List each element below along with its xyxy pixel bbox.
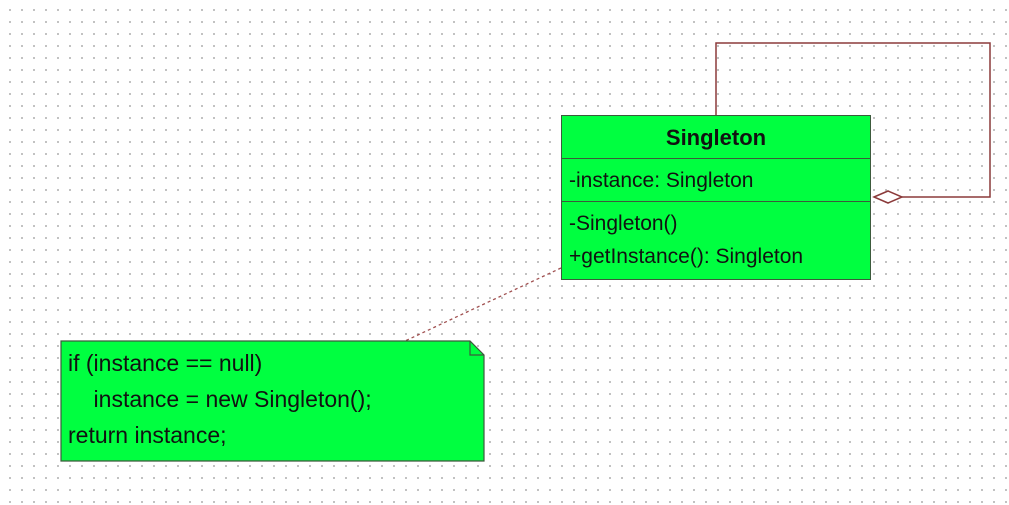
attribute-instance: -instance: Singleton	[569, 169, 754, 192]
method-constructor: -Singleton()	[569, 212, 678, 235]
class-name: Singleton	[562, 116, 870, 159]
note-link-line[interactable]	[404, 267, 562, 342]
aggregation-diamond[interactable]	[872, 190, 904, 204]
note-box[interactable]	[60, 340, 485, 462]
note-fold-corner	[469, 341, 484, 356]
note-line-2: instance = new Singleton();	[68, 386, 372, 412]
note-text: if (instance == null) instance = new Sin…	[68, 345, 473, 453]
methods-section: -Singleton() +getInstance(): Singleton	[562, 202, 870, 273]
note-line-1: if (instance == null)	[68, 350, 263, 376]
method-get-instance: +getInstance(): Singleton	[569, 245, 804, 268]
attributes-section: -instance: Singleton	[562, 159, 870, 202]
note-line-3: return instance;	[68, 422, 227, 448]
singleton-class-box[interactable]: Singleton -instance: Singleton -Singleto…	[561, 115, 871, 280]
self-association-line[interactable]	[715, 42, 991, 198]
